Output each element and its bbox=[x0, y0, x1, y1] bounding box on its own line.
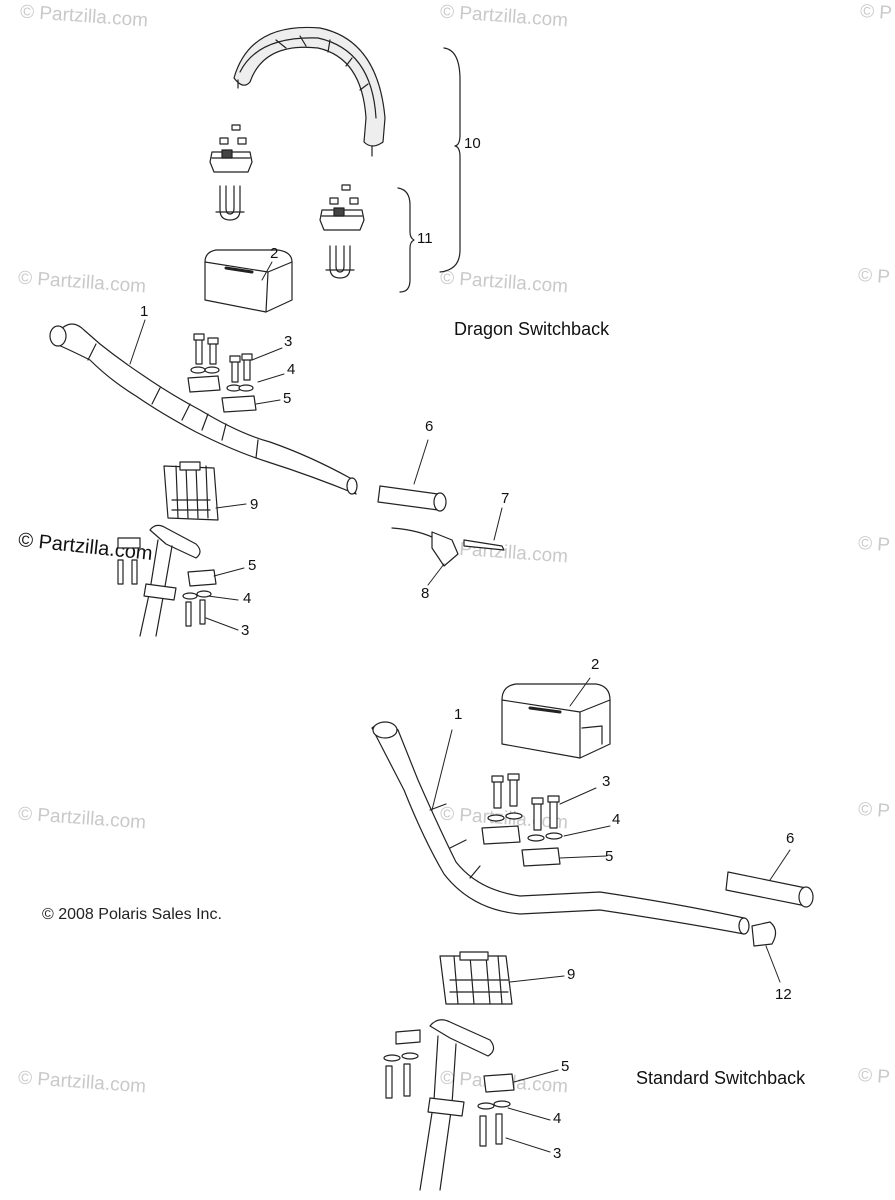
callout-4: 4 bbox=[243, 590, 252, 607]
callout-3: 3 bbox=[553, 1145, 562, 1162]
leader-lines bbox=[129, 261, 791, 1153]
callout-3: 3 bbox=[602, 773, 611, 790]
pad-2 bbox=[204, 249, 293, 313]
callout-9: 9 bbox=[250, 496, 259, 513]
steering-post-upper bbox=[117, 524, 217, 637]
callout-1: 1 bbox=[140, 303, 149, 320]
clamp-block-9-lower bbox=[439, 951, 513, 1005]
callout-4: 4 bbox=[553, 1110, 562, 1127]
callout-5: 5 bbox=[248, 557, 257, 574]
clamp-stack-11 bbox=[319, 184, 365, 279]
pad-2-lower bbox=[501, 683, 611, 759]
brace-10 bbox=[439, 47, 461, 273]
callout-7: 7 bbox=[501, 490, 510, 507]
brace-11 bbox=[397, 187, 415, 293]
callout-12: 12 bbox=[775, 986, 792, 1003]
callout-3: 3 bbox=[241, 622, 250, 639]
clamp-stack-10 bbox=[209, 124, 253, 221]
callout-4: 4 bbox=[287, 361, 296, 378]
throttle-8 bbox=[391, 527, 459, 567]
callout-10: 10 bbox=[464, 135, 481, 152]
callout-11: 11 bbox=[417, 230, 433, 247]
title-standard-switchback: Standard Switchback bbox=[636, 1068, 806, 1088]
handlebar-1-lower bbox=[371, 721, 750, 935]
callout-5: 5 bbox=[605, 848, 614, 865]
callout-5: 5 bbox=[561, 1058, 570, 1075]
clamp-block-9 bbox=[163, 461, 219, 521]
callout-2: 2 bbox=[270, 245, 279, 262]
bolt-group-lower bbox=[481, 773, 563, 867]
copyright-text: © 2008 Polaris Sales Inc. bbox=[42, 906, 222, 923]
callout-8: 8 bbox=[421, 585, 430, 602]
callout-9: 9 bbox=[567, 966, 576, 983]
callout-2: 2 bbox=[591, 656, 600, 673]
callout-6: 6 bbox=[425, 418, 434, 435]
curved-riser-bar bbox=[233, 26, 386, 157]
grip-6-lower bbox=[725, 871, 814, 908]
callout-1: 1 bbox=[454, 706, 463, 723]
bolt-group-upper bbox=[187, 333, 257, 413]
steering-post-lower bbox=[383, 1019, 515, 1191]
callout-5: 5 bbox=[283, 390, 292, 407]
grip-6-upper bbox=[377, 485, 447, 512]
pin-7 bbox=[463, 539, 505, 551]
handlebar-1 bbox=[49, 323, 358, 495]
title-dragon-switchback: Dragon Switchback bbox=[454, 319, 610, 339]
callout-3: 3 bbox=[284, 333, 293, 350]
callout-4: 4 bbox=[612, 811, 621, 828]
end-cap-12 bbox=[751, 921, 777, 947]
callout-6: 6 bbox=[786, 830, 795, 847]
